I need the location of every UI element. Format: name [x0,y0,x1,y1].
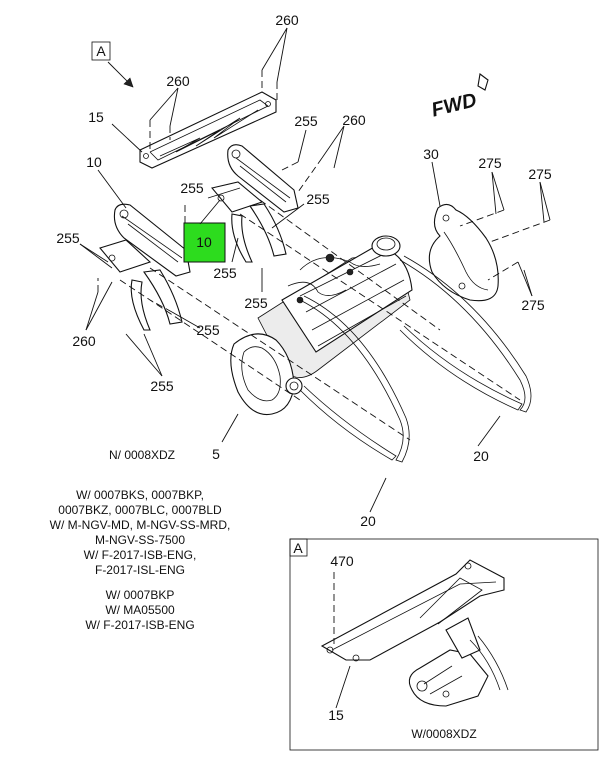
callout-260-top: 260 [275,12,299,28]
note-w-line: W/ MA05500 [105,603,175,617]
note-n-0008xdz: N/ 0008XDZ [109,448,175,462]
part-20-straps [299,255,532,463]
callout-30: 30 [423,146,439,162]
callout-260-right: 260 [342,112,366,128]
callout-260-over-brace: 260 [166,73,190,89]
highlight-label: 10 [196,234,212,250]
callout-255-lower: 255 [244,295,268,311]
note-w-line: W/ 0007BKP [106,588,175,602]
detail-callout-15: 15 [328,707,344,723]
part-260-right-leg [231,203,287,263]
part-5-aftertreatment [230,235,413,416]
fwd-label: FWD [429,89,479,121]
callout-260-bottom: 260 [72,333,96,349]
note-w-line: W/ F-2017-ISB-ENG [85,618,194,632]
callout-255-bottom: 255 [150,378,174,394]
callout-numbers: 260 260 15 255 260 10 255 255 30 275 275… [56,12,552,529]
detail-caption: W/0008XDZ [411,727,476,741]
callout-255-lower-center: 255 [213,265,237,281]
part-10-left-bracket [99,203,191,277]
callout-15: 15 [88,109,104,125]
note-w-line: W/ 0007BKS, 0007BKP, [76,488,204,502]
detail-view-label: A [293,540,303,556]
callout-255-lower-left: 255 [196,322,220,338]
note-w-line: W/ F-2017-ISB-ENG, [84,548,197,562]
part-15-brace [139,91,277,169]
part-260-left-leg [130,269,183,331]
notes: N/ 0008XDZ W/ 0007BKS, 0007BKP, 0007BKZ,… [50,448,231,632]
note-w-line: W/ M-NGV-MD, M-NGV-SS-MRD, [50,518,231,532]
detail-callout-470: 470 [330,553,354,569]
detail-view-a: A 470 15 W/0008XDZ [289,538,599,751]
callout-255-center: 255 [180,180,204,196]
note-w-line: M-NGV-SS-7500 [95,533,185,547]
part-30-heat-shield [428,203,499,302]
callout-255-left: 255 [56,230,80,246]
callout-275-far-right: 275 [528,166,552,182]
callout-275-top: 275 [478,155,502,171]
callout-20-bottom: 20 [360,513,376,529]
part-10-right-bracket [211,144,299,213]
callout-10-left: 10 [86,154,102,170]
fwd-arrow: FWD [429,73,489,122]
detail-frame [289,538,599,751]
note-w-line: 0007BKZ, 0007BLC, 0007BLD [58,503,222,517]
note-w-line: F-2017-ISL-ENG [95,563,185,577]
leader-lines [79,27,551,513]
callout-275-lower-right: 275 [521,297,545,313]
callout-255-right-middle: 255 [306,191,330,207]
view-a-label: A [96,43,106,59]
view-a-marker: A [91,41,134,88]
detail-view-marker [289,538,308,557]
callout-20-right: 20 [473,448,489,464]
callout-5: 5 [212,446,220,462]
highlight-part-10[interactable]: 10 [183,222,226,263]
highlight-box[interactable] [183,222,226,263]
callout-255-top-right: 255 [294,113,318,129]
